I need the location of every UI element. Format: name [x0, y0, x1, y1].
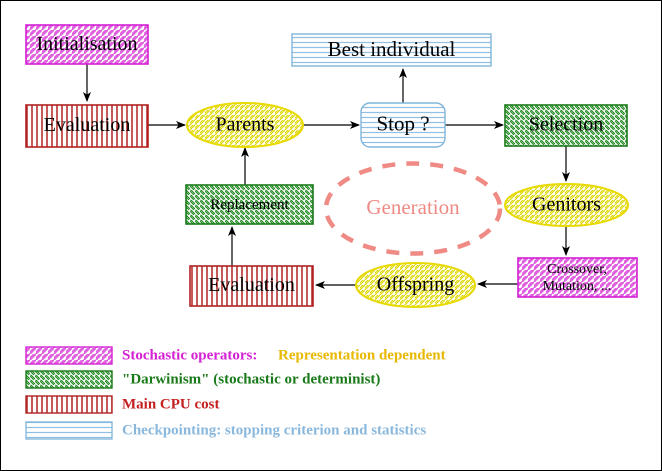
node-stop[interactable]: Stop ?	[360, 102, 446, 148]
initialisation-box[interactable]	[25, 24, 149, 65]
legend-swatch-stochastic-operators	[25, 346, 113, 365]
parents-ellipse[interactable]	[186, 102, 304, 148]
node-parents[interactable]: Parents	[186, 102, 304, 148]
initialisation-label: Initialisation	[36, 33, 137, 55]
crossover-mutation-label-line1: Crossover,	[547, 262, 607, 277]
legend-row-main-cpu-cost: Main CPU cost	[25, 395, 220, 414]
node-crossover-mutation[interactable]: Crossover, Mutation, ...	[517, 257, 638, 298]
legend-label-darwinism: "Darwinism" (stochastic or determinist)	[122, 371, 380, 387]
node-best-individual[interactable]: Best individual	[291, 33, 492, 67]
node-genitors[interactable]: Genitors	[504, 183, 629, 227]
legend-label-checkpointing: Checkpointing: stopping criterion and st…	[122, 422, 426, 438]
legend-label-stochastic-operators: Stochastic operators:	[122, 347, 257, 363]
parents-label: Parents	[216, 114, 275, 136]
node-initialisation[interactable]: Initialisation	[25, 24, 149, 65]
legend-label-main-cpu-cost: Main CPU cost	[122, 396, 220, 412]
best-individual-label: Best individual	[328, 37, 456, 61]
evaluation-bottom-label: Evaluation	[208, 274, 295, 296]
legend: Stochastic operators: Representation dep…	[25, 346, 446, 440]
genitors-ellipse[interactable]	[504, 183, 629, 227]
evaluation-top-label: Evaluation	[44, 114, 131, 136]
legend-label-representation-dependent: Representation dependent	[278, 347, 446, 363]
evaluation-top-box[interactable]	[25, 104, 149, 148]
offspring-label: Offspring	[377, 274, 454, 296]
evaluation-bottom-box[interactable]	[189, 265, 314, 307]
node-selection[interactable]: Selection	[504, 104, 628, 147]
offspring-ellipse[interactable]	[355, 262, 476, 308]
selection-box[interactable]	[504, 104, 628, 147]
stop-box[interactable]	[360, 102, 446, 148]
legend-row-stochastic-operators: Stochastic operators: Representation dep…	[25, 346, 446, 365]
stop-label: Stop ?	[376, 111, 429, 135]
replacement-box[interactable]	[185, 184, 314, 225]
node-evaluation-bottom[interactable]: Evaluation	[189, 265, 314, 307]
crossover-mutation-box[interactable]	[517, 257, 638, 298]
best-individual-box[interactable]	[291, 33, 492, 67]
legend-swatch-main-cpu-cost	[25, 395, 113, 414]
node-replacement[interactable]: Replacement	[185, 184, 314, 225]
legend-swatch-checkpointing	[25, 421, 113, 440]
selection-label: Selection	[529, 114, 603, 136]
generation-ellipse	[323, 161, 503, 256]
legend-swatch-darwinism	[25, 370, 113, 389]
legend-row-checkpointing: Checkpointing: stopping criterion and st…	[25, 421, 426, 440]
legend-row-darwinism: "Darwinism" (stochastic or determinist)	[25, 370, 380, 389]
edge-layer	[83, 64, 570, 289]
generation-label: Generation	[366, 195, 460, 219]
genitors-label: Genitors	[532, 194, 601, 216]
node-offspring[interactable]: Offspring	[355, 262, 476, 308]
node-evaluation-top[interactable]: Evaluation	[25, 104, 149, 148]
crossover-mutation-label-line2: Mutation, ...	[543, 279, 612, 294]
node-generation: Generation	[323, 161, 503, 256]
replacement-label: Replacement	[210, 197, 289, 213]
